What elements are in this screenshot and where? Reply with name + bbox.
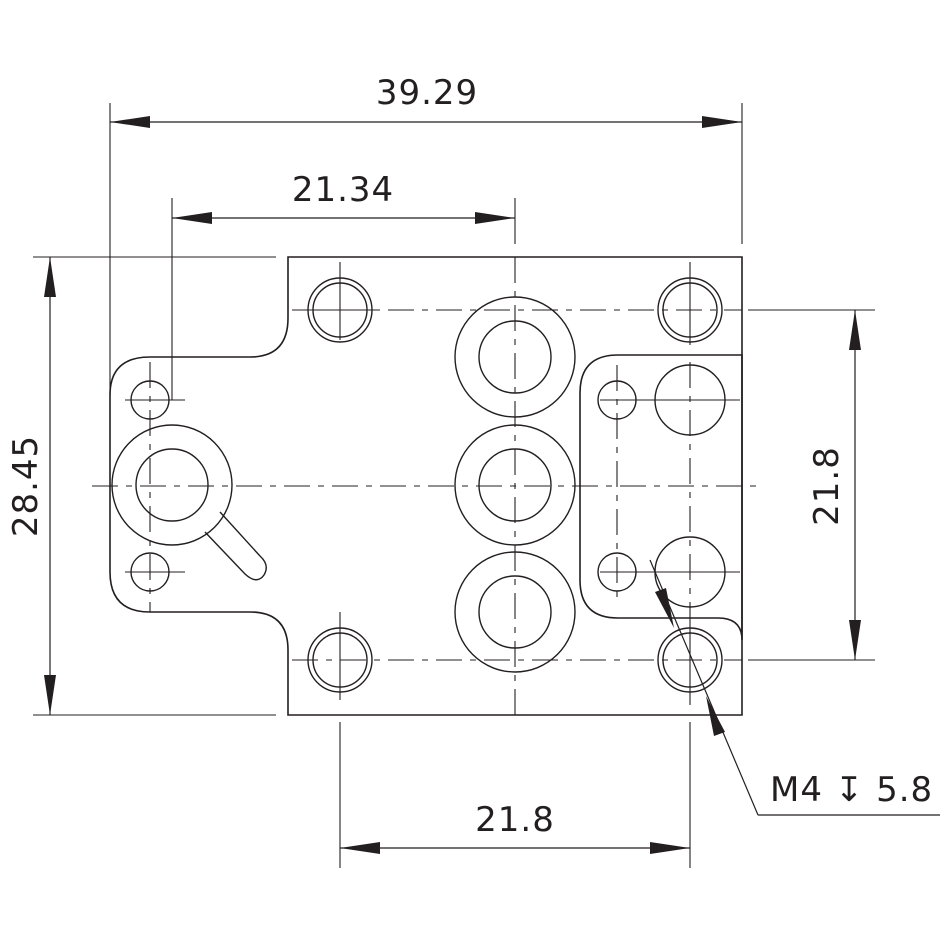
left-port-with-slot: [111, 424, 267, 581]
label-overall-height: 28.45: [6, 435, 46, 537]
mount-hole-top-left: [292, 262, 380, 343]
dimension-partial-width: [171, 198, 516, 400]
label-partial-width: 21.34: [292, 170, 394, 210]
inner-pocket: [579, 354, 743, 641]
label-overall-width: 39.29: [376, 73, 478, 113]
label-horizontal-pitch: 21.8: [475, 800, 555, 840]
mount-hole-top-right: [657, 262, 723, 345]
mount-hole-bottom-right: [657, 612, 723, 705]
thread-size: M4: [770, 770, 823, 810]
port-top: [454, 296, 576, 418]
thread-depth: 5.8: [876, 770, 933, 810]
part-outline: [109, 256, 743, 716]
dimension-vertical-pitch: [748, 309, 875, 661]
tab-hole-bottom: [125, 552, 185, 592]
port-bottom: [454, 551, 576, 673]
dimension-horizontal-pitch: [339, 722, 691, 868]
dimension-overall-height: [44, 257, 56, 715]
dimension-overall-width: [109, 103, 743, 395]
thread-callout-label: M4 ↧ 5.8: [770, 770, 933, 810]
mount-hole-bottom-left: [307, 612, 373, 700]
label-vertical-pitch: 21.8: [807, 446, 847, 526]
port-middle: [454, 424, 576, 546]
depth-symbol-icon: ↧: [835, 770, 865, 810]
tab-hole-top: [125, 380, 185, 420]
thread-callout-leader: [649, 559, 940, 816]
